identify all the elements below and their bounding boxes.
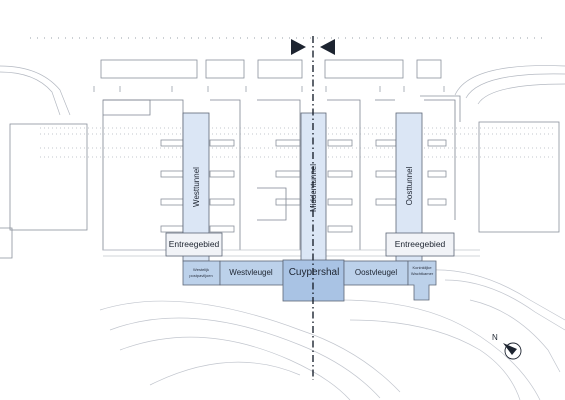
cuypershal-label: Cuypershal [289, 267, 340, 278]
platform-ticks [93, 86, 445, 92]
westelijk-postpaviljoen [182, 260, 221, 286]
north-label: N [492, 333, 498, 342]
westelijk-postpaviljoen-label-2: postpaviljoen [189, 273, 212, 278]
koninklijke-wachtkamer-label-2: Wachtkamer [411, 271, 434, 276]
adjacent-buildings [0, 95, 560, 259]
middentunnel-label: Middentunnel [309, 164, 318, 212]
westtunnel-label: Westtunnel [192, 167, 201, 207]
westvleugel-label: Westvleugel [229, 268, 273, 277]
koninklijke-wachtkamer [407, 260, 437, 301]
arrow-left-icon [320, 39, 335, 55]
arrow-right-icon [291, 39, 306, 55]
platform-blocks [100, 59, 442, 79]
track-dots [40, 127, 555, 158]
entreegebied-oost [385, 232, 455, 257]
entreegebied-oost-label: Entreegebied [395, 239, 446, 249]
oostvleugel [343, 260, 409, 286]
compass-icon [503, 342, 522, 360]
oosttunnel-label: Oosttunnel [405, 166, 414, 205]
oostvleugel-label: Oostvleugel [355, 268, 397, 277]
curved-tracks [0, 65, 565, 116]
entreegebied-west-label: Entreegebied [169, 239, 220, 249]
koninklijke-wachtkamer-label-1: Koninklijke [412, 265, 432, 270]
westelijk-postpaviljoen-label-1: Westelijk [193, 267, 209, 272]
entreegebied-west [165, 232, 223, 257]
